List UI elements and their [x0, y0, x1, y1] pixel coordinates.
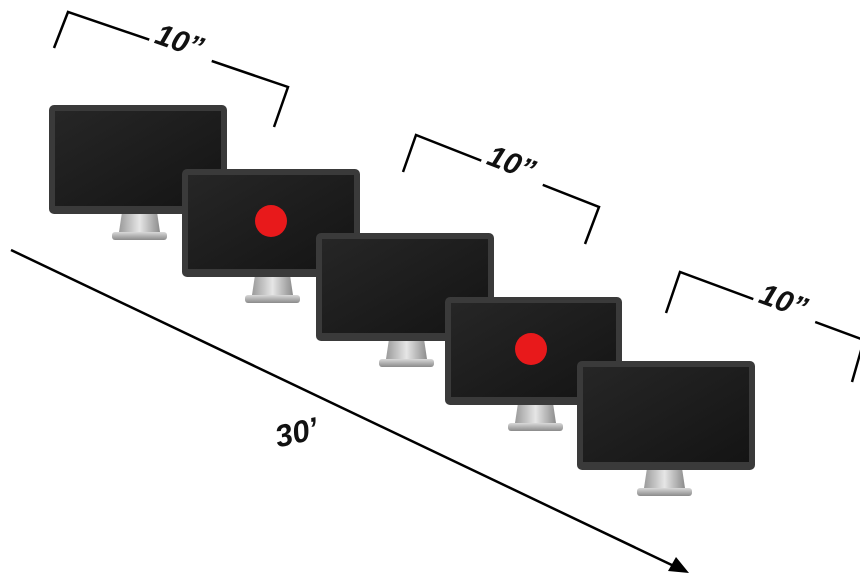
stimulus-dot-1 [255, 205, 287, 237]
total-duration-label: 30’ [271, 410, 322, 455]
time-axis-line [10, 248, 677, 569]
stimulus-dot-2 [515, 333, 547, 365]
monitor-5 [577, 361, 755, 496]
monitor-2 [182, 169, 360, 303]
bracket-label-gap-3 [750, 275, 824, 331]
bracket-label-gap-2 [478, 137, 552, 193]
time-axis-arrowhead [668, 557, 689, 573]
monitor-4 [445, 297, 622, 431]
bracket-label-gap-1 [146, 16, 220, 70]
